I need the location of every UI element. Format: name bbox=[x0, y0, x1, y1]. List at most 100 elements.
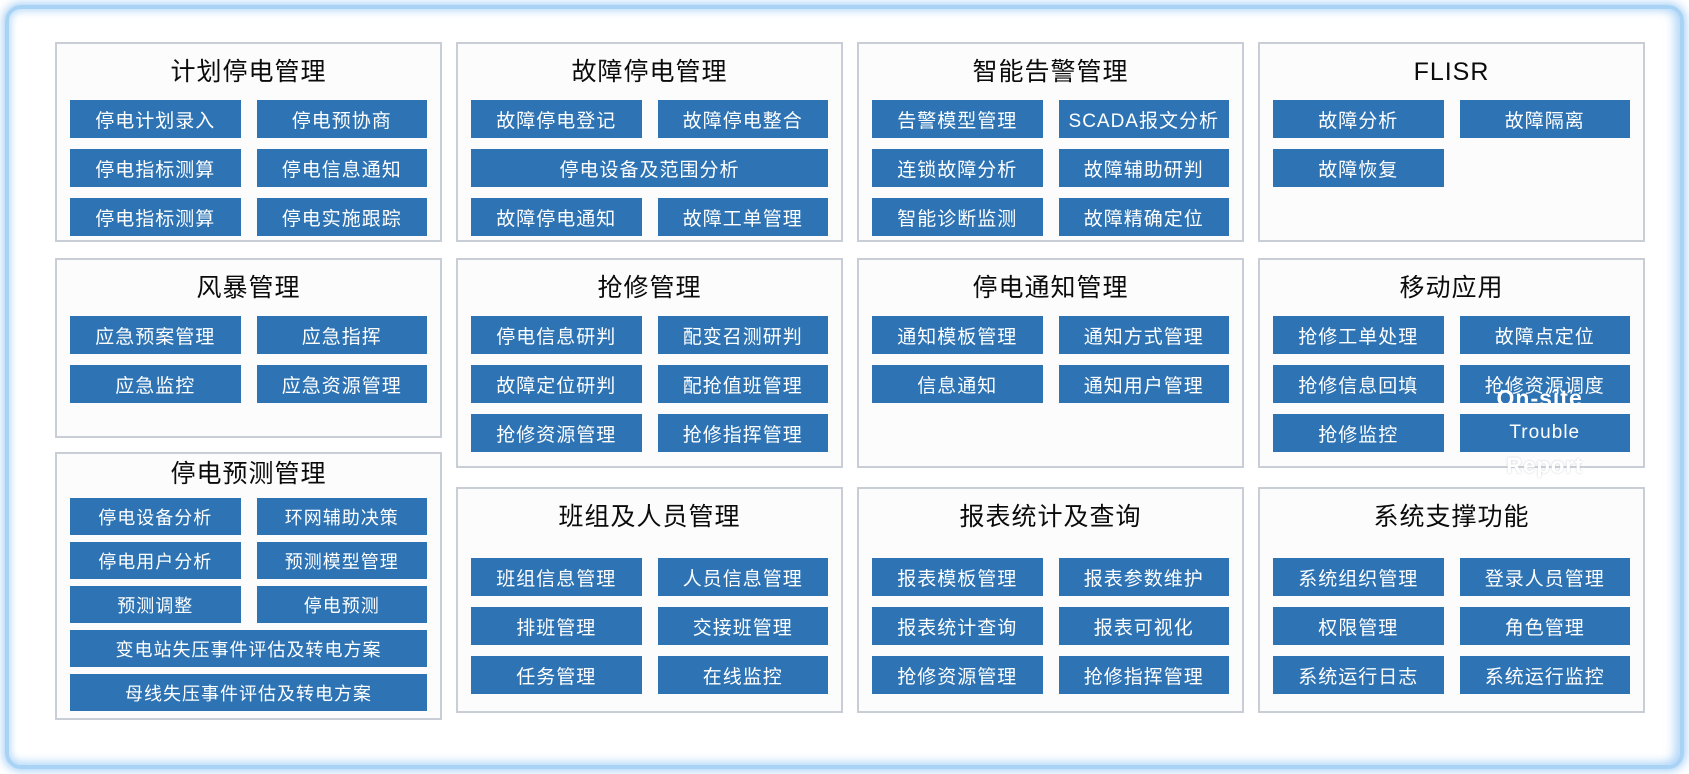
module-button[interactable]: 停电计划录入 bbox=[70, 100, 241, 138]
module-button-label: 停电信息通知 bbox=[281, 159, 402, 181]
module-button[interactable]: 预测调整 bbox=[70, 586, 241, 623]
module-button[interactable]: 抢修资源管理 bbox=[471, 414, 642, 452]
module-button[interactable]: 人员信息管理 bbox=[657, 558, 828, 596]
module-button-label: 停电预协商 bbox=[291, 110, 392, 132]
module-button[interactable]: 母线失压事件评估及转电方案 bbox=[70, 674, 427, 711]
module-button[interactable]: 系统运行监控 bbox=[1459, 656, 1630, 694]
module-button[interactable]: 停电信息通知 bbox=[256, 149, 427, 187]
module-button-label: 停电用户分析 bbox=[98, 551, 213, 572]
module-button[interactable]: 抢修监控 bbox=[1273, 414, 1444, 452]
panel-repair: 抢修管理停电信息研判配变召测研判故障定位研判配抢值班管理抢修资源管理抢修指挥管理 bbox=[456, 258, 843, 468]
module-button[interactable]: 抢修指挥管理 bbox=[657, 414, 828, 452]
module-button[interactable]: 应急预案管理 bbox=[70, 316, 241, 354]
module-button[interactable]: 排班管理 bbox=[471, 607, 642, 645]
module-button-label: 报表参数维护 bbox=[1083, 568, 1204, 590]
panel-title: 班组及人员管理 bbox=[558, 503, 741, 531]
module-button[interactable]: 故障停电通知 bbox=[471, 198, 642, 236]
module-button-label: 停电预测 bbox=[303, 595, 380, 616]
module-button[interactable]: 停电指标测算 bbox=[70, 198, 241, 236]
module-button[interactable]: 在线监控 bbox=[657, 656, 828, 694]
module-button[interactable]: 抢修信息回填 bbox=[1273, 365, 1444, 403]
module-button[interactable]: 故障停电登记 bbox=[471, 100, 642, 138]
module-button[interactable]: 应急资源管理 bbox=[256, 365, 427, 403]
module-button-label: 任务管理 bbox=[516, 666, 597, 688]
module-button-label: 角色管理 bbox=[1504, 617, 1585, 639]
module-button[interactable]: 班组信息管理 bbox=[471, 558, 642, 596]
module-button-label: 权限管理 bbox=[1318, 617, 1399, 639]
module-button-label: 登录人员管理 bbox=[1484, 568, 1605, 590]
module-button[interactable]: 角色管理 bbox=[1459, 607, 1630, 645]
module-button[interactable]: 停电设备及范围分析 bbox=[471, 149, 828, 187]
module-button[interactable]: 告警模型管理 bbox=[872, 100, 1043, 138]
module-button[interactable]: 变电站失压事件评估及转电方案 bbox=[70, 630, 427, 667]
module-button-label: 告警模型管理 bbox=[897, 110, 1018, 132]
module-button-label: 通知用户管理 bbox=[1083, 375, 1204, 397]
module-button-label: 通知模板管理 bbox=[897, 326, 1018, 348]
module-button[interactable]: SCADA报文分析 bbox=[1058, 100, 1229, 138]
module-button[interactable]: 故障辅助研判 bbox=[1058, 149, 1229, 187]
module-button[interactable]: 故障工单管理 bbox=[657, 198, 828, 236]
module-button[interactable]: 报表模板管理 bbox=[872, 558, 1043, 596]
module-button[interactable]: 交接班管理 bbox=[657, 607, 828, 645]
module-button[interactable]: 停电预测 bbox=[256, 586, 427, 623]
module-button[interactable]: 停电预协商 bbox=[256, 100, 427, 138]
module-button[interactable]: 故障恢复 bbox=[1273, 149, 1444, 187]
empty-slot bbox=[1460, 149, 1631, 187]
module-button[interactable]: 停电用户分析 bbox=[70, 542, 241, 579]
module-button[interactable]: 应急指挥 bbox=[256, 316, 427, 354]
module-button[interactable]: 应急监控 bbox=[70, 365, 241, 403]
panel-fault: 故障停电管理故障停电登记故障停电整合停电设备及范围分析故障停电通知故障工单管理 bbox=[456, 42, 843, 242]
panel-title: 系统支撑功能 bbox=[1373, 503, 1530, 531]
module-button[interactable]: 系统运行日志 bbox=[1273, 656, 1444, 694]
module-button[interactable]: 停电指标测算 bbox=[70, 149, 241, 187]
module-button[interactable]: 抢修资源管理 bbox=[872, 656, 1043, 694]
module-button[interactable]: 停电信息研判 bbox=[471, 316, 642, 354]
module-button-label: 母线失压事件评估及转电方案 bbox=[125, 683, 372, 704]
module-button[interactable]: 停电设备分析 bbox=[70, 498, 241, 535]
module-button[interactable]: 系统组织管理 bbox=[1273, 558, 1444, 596]
panel-storm: 风暴管理应急预案管理应急指挥应急监控应急资源管理 bbox=[55, 258, 442, 438]
module-button-label: 应急指挥 bbox=[301, 326, 382, 348]
module-button[interactable]: 故障定位研判 bbox=[471, 365, 642, 403]
module-button[interactable]: 通知方式管理 bbox=[1058, 316, 1229, 354]
module-button[interactable]: 任务管理 bbox=[471, 656, 642, 694]
module-button[interactable]: 通知用户管理 bbox=[1058, 365, 1229, 403]
module-button-label: 停电指标测算 bbox=[95, 159, 216, 181]
module-button-label: 故障精确定位 bbox=[1083, 208, 1204, 230]
module-button[interactable]: 智能诊断监测 bbox=[872, 198, 1043, 236]
panel-system: 系统支撑功能系统组织管理 登录人员管理权限管理 角色管理系统运行日志 系统运行监控 bbox=[1258, 487, 1645, 713]
module-button[interactable]: 连锁故障分析 bbox=[872, 149, 1043, 187]
panel-title: 抢修管理 bbox=[597, 274, 702, 302]
module-button[interactable]: 预测模型管理 bbox=[256, 542, 427, 579]
module-button[interactable]: 停电实施跟踪 bbox=[256, 198, 427, 236]
module-button[interactable]: 信息通知 bbox=[872, 365, 1043, 403]
module-button[interactable]: 配变召测研判 bbox=[657, 316, 828, 354]
module-button[interactable]: 通知模板管理 bbox=[872, 316, 1043, 354]
module-button-label: 停电实施跟踪 bbox=[281, 208, 402, 230]
module-button[interactable]: 登录人员管理 bbox=[1459, 558, 1630, 596]
module-button[interactable]: 环网辅助决策 bbox=[256, 498, 427, 535]
module-button[interactable]: 报表参数维护 bbox=[1058, 558, 1229, 596]
module-button[interactable]: 抢修工单处理 bbox=[1273, 316, 1444, 354]
module-button-label: 故障分析 bbox=[1318, 110, 1399, 132]
module-button[interactable]: 故障精确定位 bbox=[1058, 198, 1229, 236]
module-button[interactable]: 抢修指挥管理 bbox=[1058, 656, 1229, 694]
module-button[interactable]: 故障点定位 bbox=[1459, 316, 1630, 354]
module-button[interactable]: 故障隔离 bbox=[1459, 100, 1630, 138]
module-button[interactable]: 权限管理 bbox=[1273, 607, 1444, 645]
module-button[interactable]: 故障分析 bbox=[1273, 100, 1444, 138]
module-button[interactable]: 配抢值班管理 bbox=[657, 365, 828, 403]
module-button-label: 系统运行日志 bbox=[1298, 666, 1419, 688]
module-button-label: 报表可视化 bbox=[1093, 617, 1194, 639]
module-button[interactable]: 报表可视化 bbox=[1058, 607, 1229, 645]
panel-title: 移动应用 bbox=[1399, 274, 1504, 302]
module-button[interactable]: 故障停电整合 bbox=[657, 100, 828, 138]
panel-planned: 计划停电管理停电计划录入停电预协商停电指标测算停电信息通知停电指标测算停电实施跟… bbox=[55, 42, 442, 242]
module-button[interactable]: 报表统计查询 bbox=[872, 607, 1043, 645]
module-button-label: Trouble bbox=[1509, 422, 1581, 443]
module-button-label: 人员信息管理 bbox=[682, 568, 803, 590]
